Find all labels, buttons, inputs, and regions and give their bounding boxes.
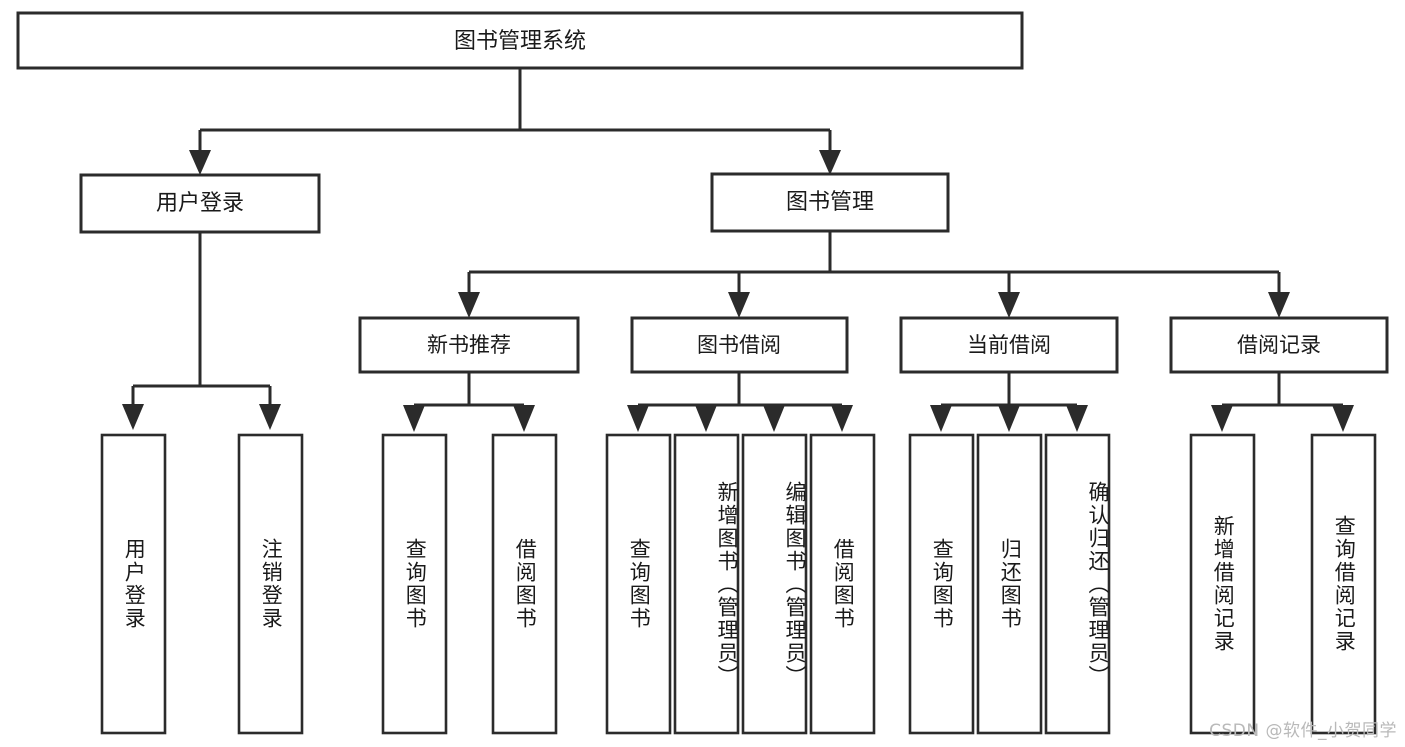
arrow-to-leaf-edit-book	[763, 405, 785, 432]
leaf-add-book-box[interactable]	[673, 433, 740, 735]
edge-root-to-bus	[198, 68, 832, 150]
arrow-to-leaf-confirm-return	[1066, 405, 1088, 432]
leaf-query-book-1-box[interactable]	[381, 433, 448, 735]
node-book-management[interactable]: 图书管理	[710, 172, 950, 233]
arrow-to-book-borrow	[728, 292, 750, 318]
edges-group	[122, 68, 1354, 432]
leaf-user-login-box[interactable]	[100, 433, 167, 735]
arrow-to-leaf-query-borrow-record	[1332, 405, 1354, 432]
arrow-to-leaf-query-book-3	[930, 405, 952, 432]
leaf-query-book-3-box[interactable]	[908, 433, 975, 735]
leaf-confirm-return-box[interactable]	[1044, 433, 1111, 735]
new-book-recommend-label: 新书推荐	[427, 333, 511, 357]
arrow-to-borrow-record	[1268, 292, 1290, 318]
arrow-to-user-login	[189, 150, 211, 175]
book-borrow-label: 图书借阅	[697, 333, 781, 357]
node-user-login[interactable]: 用户登录	[79, 173, 321, 234]
edge-userlogin-to-bus	[131, 233, 272, 404]
leaf-boxes-group	[100, 433, 1377, 735]
leaf-query-borrow-record-box[interactable]	[1310, 433, 1377, 735]
current-borrow-box[interactable]	[899, 316, 1119, 374]
root-label: 图书管理系统	[454, 29, 586, 54]
arrow-to-leaf-borrow-book-1	[513, 405, 535, 432]
arrow-to-leaf-return-book	[998, 405, 1020, 432]
arrow-to-book-management	[819, 150, 841, 175]
edge-bookmanagement-to-bus	[467, 231, 1281, 292]
leaf-borrow-book-2-box[interactable]	[809, 433, 876, 735]
node-book-borrow[interactable]: 图书借阅	[630, 316, 849, 374]
node-current-borrow[interactable]: 当前借阅	[899, 316, 1119, 374]
new-book-recommend-box[interactable]	[358, 316, 580, 374]
book-borrow-box[interactable]	[630, 316, 849, 374]
node-root[interactable]: 图书管理系统	[16, 11, 1024, 70]
node-new-book-recommend[interactable]: 新书推荐	[358, 316, 580, 374]
user-login-label: 用户登录	[156, 191, 244, 216]
leaf-edit-book-box[interactable]	[741, 433, 808, 735]
arrow-to-leaf-add-book	[695, 405, 717, 432]
arrow-to-leaf-user-login	[122, 404, 144, 430]
watermark-text: CSDN @软件_小贺同学	[1209, 721, 1397, 741]
edge-bookborrow-to-bus	[636, 372, 844, 412]
node-borrow-record[interactable]: 借阅记录	[1169, 316, 1389, 374]
arrow-to-leaf-query-book-1	[403, 405, 425, 432]
root-box[interactable]	[16, 11, 1024, 70]
edge-borrowrecord-to-bus	[1220, 372, 1345, 412]
edge-newbook-to-bus	[412, 372, 526, 412]
arrow-to-current-borrow	[998, 292, 1020, 318]
book-management-label: 图书管理	[786, 190, 874, 215]
leaf-add-borrow-record-box[interactable]	[1189, 433, 1256, 735]
arrow-to-leaf-logout-login	[259, 404, 281, 430]
leaf-query-book-2-box[interactable]	[605, 433, 672, 735]
leaf-return-book-box[interactable]	[976, 433, 1043, 735]
arrow-to-leaf-borrow-book-2	[831, 405, 853, 432]
arrow-to-leaf-query-book-2	[627, 405, 649, 432]
leaf-logout-login-box[interactable]	[237, 433, 304, 735]
current-borrow-label: 当前借阅	[967, 333, 1051, 357]
book-management-box[interactable]	[710, 172, 950, 233]
leaf-borrow-book-1-box[interactable]	[491, 433, 558, 735]
arrow-to-leaf-add-borrow-record	[1211, 405, 1233, 432]
borrow-record-label: 借阅记录	[1237, 333, 1321, 357]
borrow-record-box[interactable]	[1169, 316, 1389, 374]
user-login-box[interactable]	[79, 173, 321, 234]
arrow-to-new-book-recommend	[458, 292, 480, 318]
